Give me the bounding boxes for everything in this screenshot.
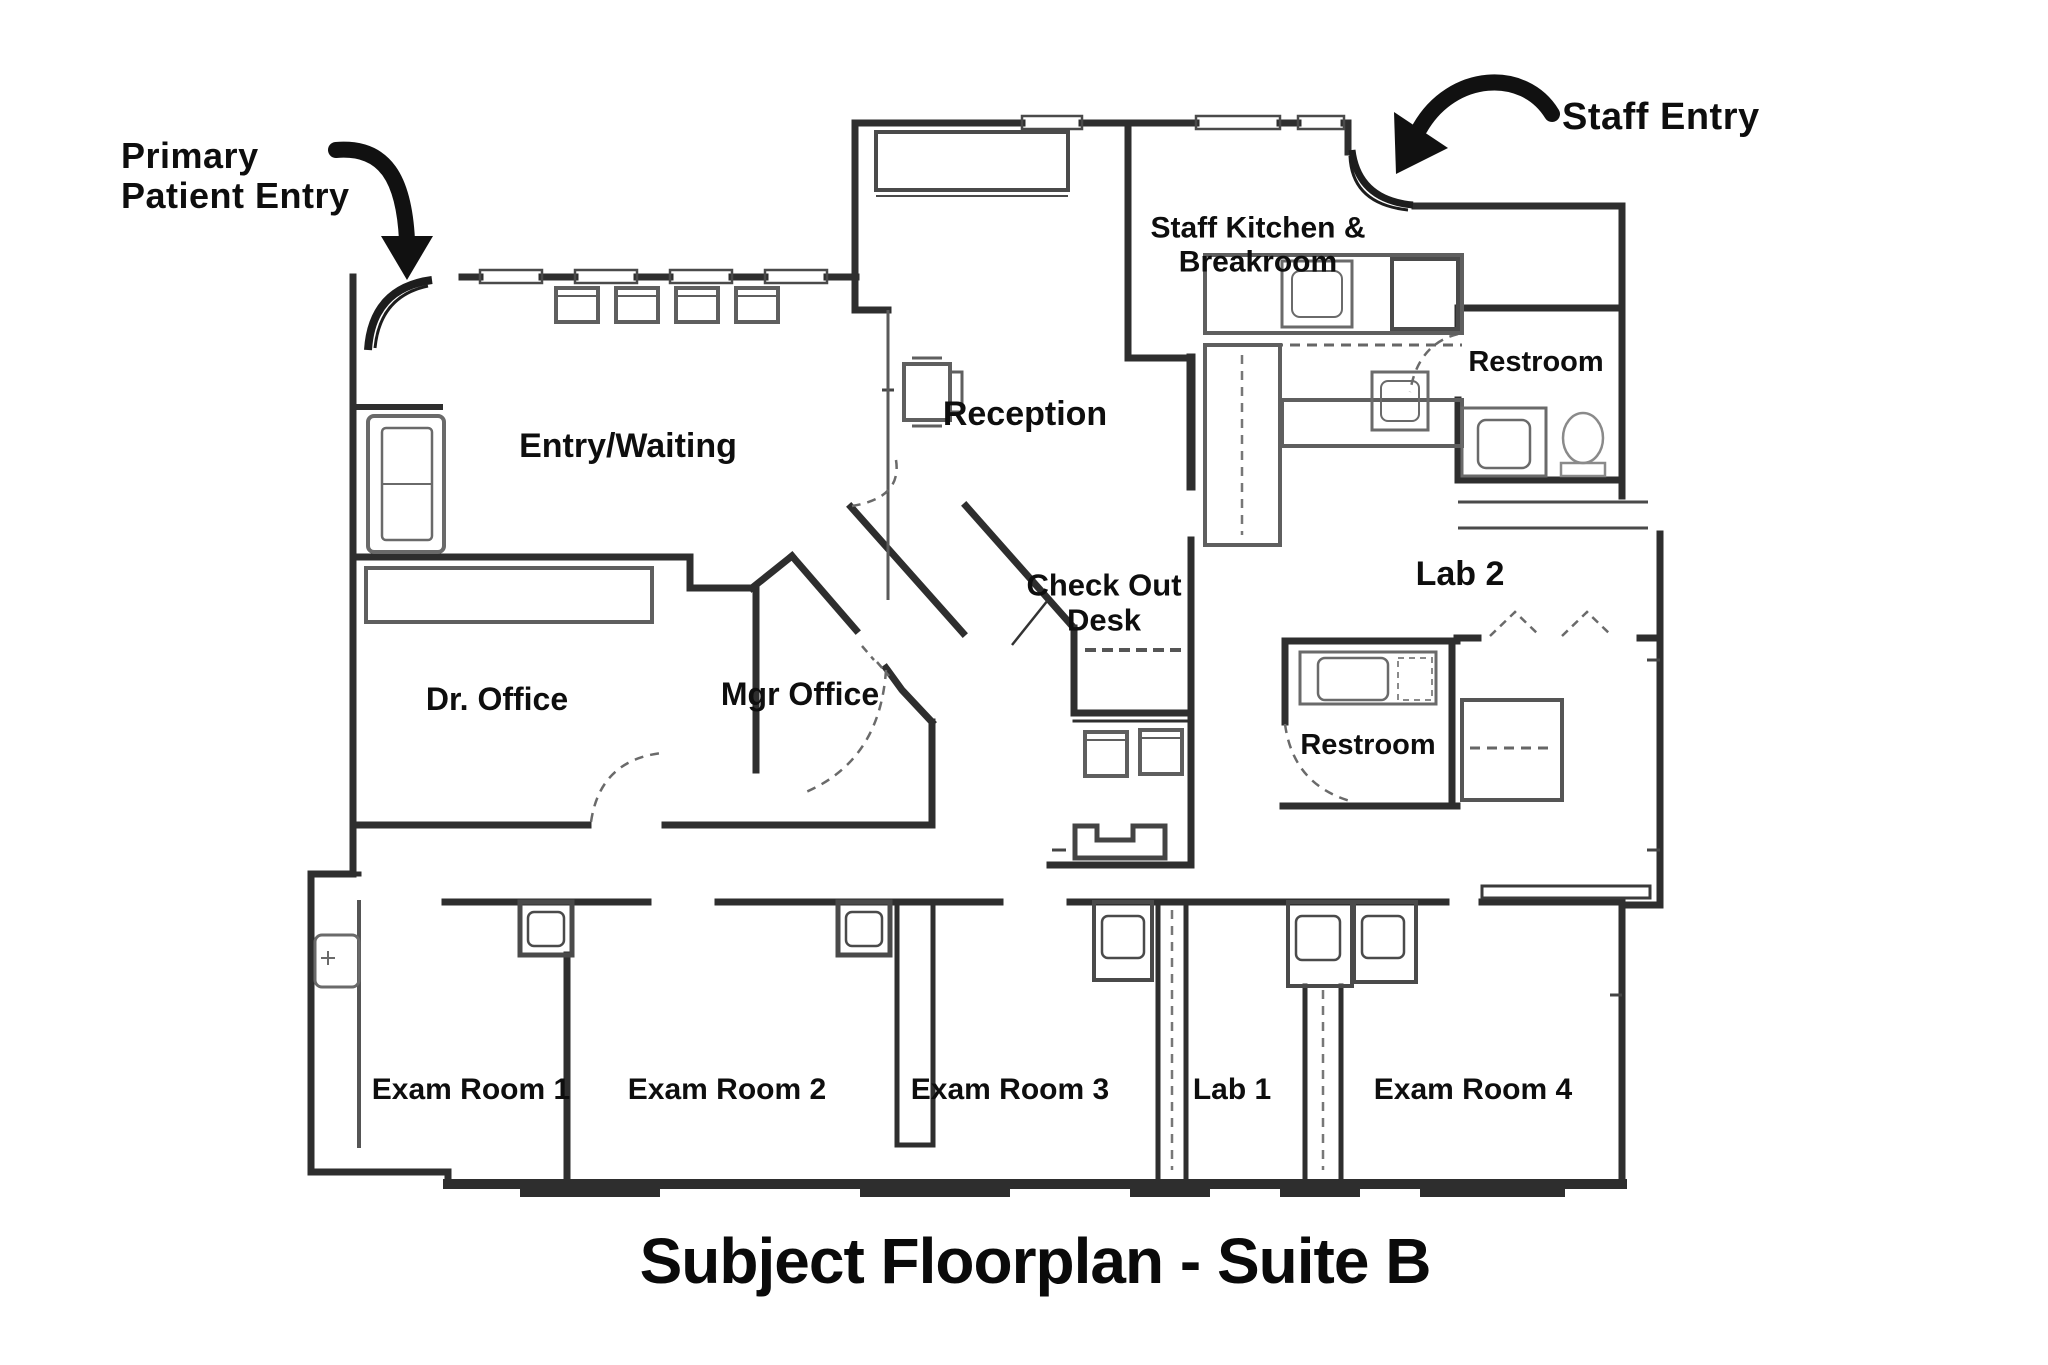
plumbing-dashed-lines	[1170, 910, 1325, 1170]
room-label-lab2: Lab 2	[1415, 554, 1505, 593]
exam4-top-wall-segment	[1480, 884, 1652, 900]
room-label-exam3: Exam Room 3	[910, 1073, 1110, 1107]
primary-entry-line2: Patient Entry	[121, 175, 350, 217]
staff-kitchen-line2: Breakroom	[1178, 245, 1338, 278]
staff-entry-arrow	[1394, 74, 1560, 174]
primary-entry-annotation: Primary Patient Entry	[121, 135, 350, 217]
checkout-desk-area	[1011, 599, 1184, 861]
reception-chair	[902, 356, 964, 428]
checkout-line2: Desk	[1066, 602, 1142, 637]
room-label-restroom-top: Restroom	[1468, 345, 1604, 378]
windows	[478, 114, 1346, 285]
drinking-fountain	[313, 933, 361, 989]
waiting-couch	[366, 414, 446, 554]
reception-counter	[874, 130, 1070, 197]
primary-entry-arrow	[328, 141, 433, 280]
room-label-exam4: Exam Room 4	[1373, 1073, 1573, 1107]
room-label-dr-office: Dr. Office	[425, 681, 569, 718]
restroom-top-fixtures	[1460, 406, 1607, 478]
door-swing-arcs	[589, 332, 1459, 823]
primary-entry-line1: Primary	[121, 135, 259, 176]
room-label-staff-kitchen: Staff Kitchen & Breakroom	[1150, 211, 1365, 278]
page-title: Subject Floorplan - Suite B	[639, 1225, 1432, 1297]
staff-kitchen-line1: Staff Kitchen &	[1150, 211, 1366, 245]
room-label-mgr-office: Mgr Office	[720, 676, 880, 713]
room-label-checkout: Check Out Desk	[1026, 568, 1181, 637]
room-label-restroom-mid: Restroom	[1300, 728, 1436, 761]
right-corridor	[1458, 500, 1648, 530]
dr-office-credenza	[364, 566, 654, 624]
room-label-entry-waiting: Entry/Waiting	[519, 426, 737, 465]
double-door-chevrons	[861, 610, 1613, 677]
restroom-mid-fixtures	[1298, 650, 1438, 706]
waiting-chairs	[554, 286, 780, 324]
checkout-line1: Check Out	[1026, 567, 1182, 603]
staff-entry-annotation: Staff Entry	[1562, 96, 1760, 138]
room-label-reception: Reception	[942, 394, 1108, 433]
room-label-exam1: Exam Room 1	[371, 1073, 571, 1107]
room-label-exam2: Exam Room 2	[627, 1073, 827, 1107]
primary-entry-door-arc	[364, 276, 433, 351]
staff-entry-door-arc	[1348, 149, 1414, 212]
alcove-counter	[1460, 698, 1564, 802]
interior-walls	[308, 119, 1664, 1188]
bottom-wall-tabs	[520, 1184, 1565, 1197]
exam-room-sinks	[517, 899, 1418, 988]
room-label-lab1: Lab 1	[1192, 1073, 1272, 1107]
kitchen-counters	[1203, 253, 1464, 547]
